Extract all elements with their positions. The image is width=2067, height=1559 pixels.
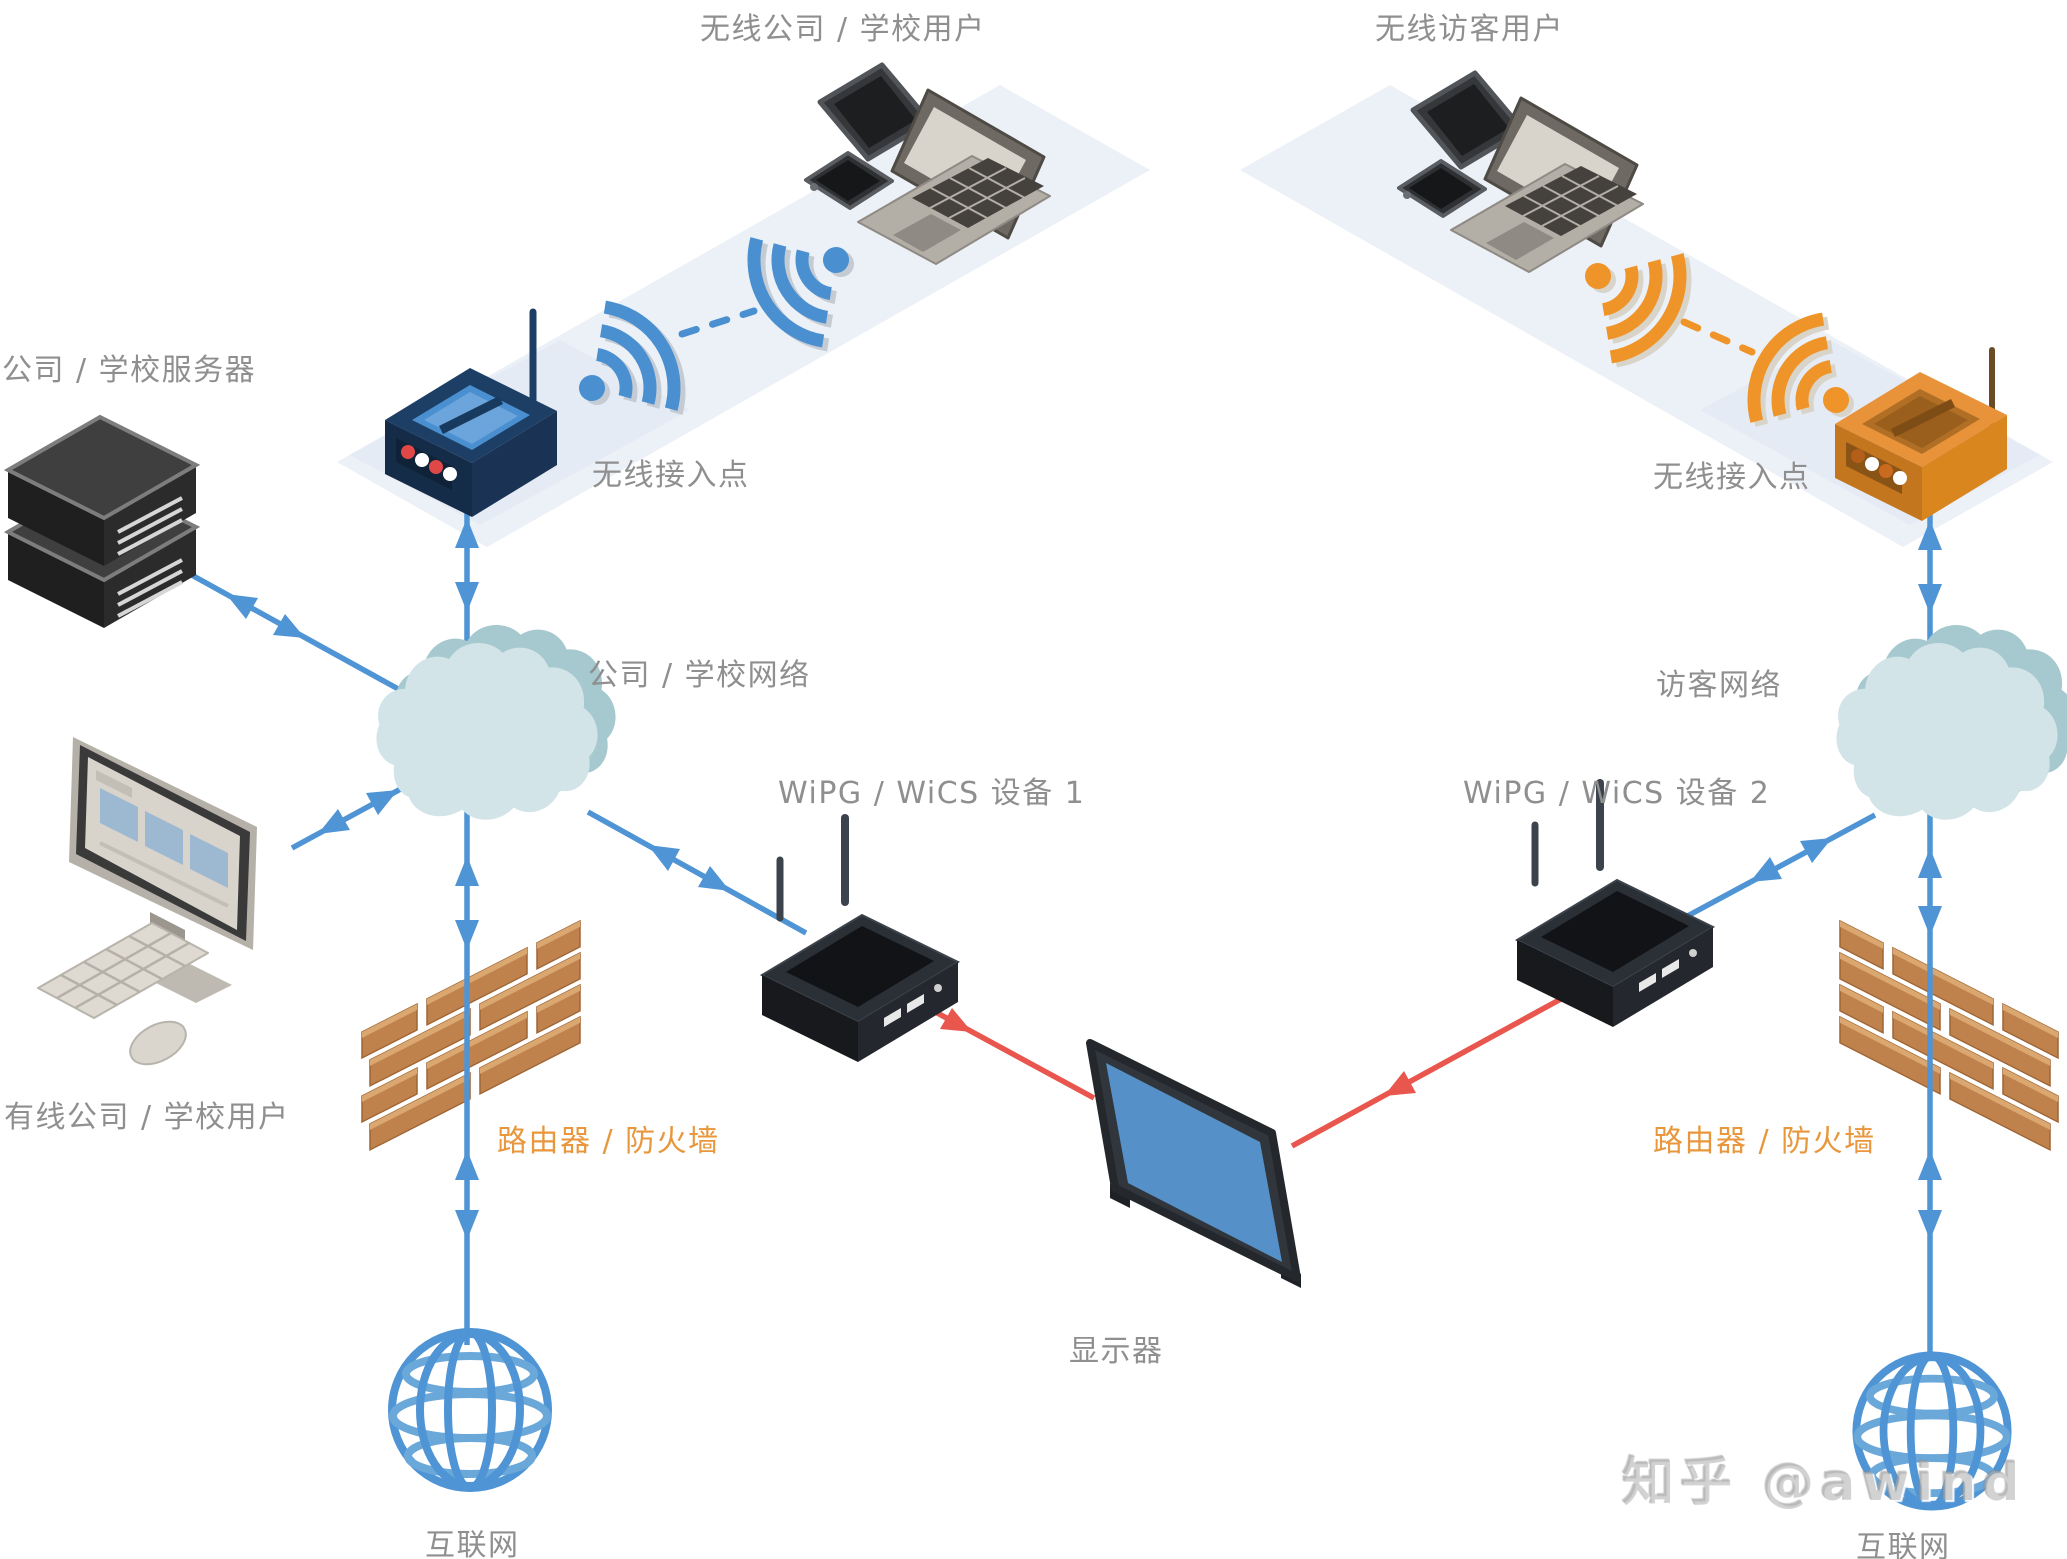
access-point-left-icon (385, 308, 557, 517)
label-firewall-right: 路由器 / 防火墙 (1653, 1124, 1876, 1159)
wifi-signal-icons (548, 202, 1885, 462)
desktop-computer-icon (37, 737, 257, 1066)
label-display: 显示器 (1069, 1334, 1164, 1369)
label-company-network: 公司 / 学校网络 (588, 658, 811, 693)
label-firewall-left: 路由器 / 防火墙 (497, 1124, 720, 1159)
watermark: 知乎 @awind (1622, 1453, 2026, 1513)
label-access-point-left: 无线接入点 (592, 458, 750, 493)
server-icon (3, 414, 201, 628)
label-access-point-right: 无线接入点 (1653, 460, 1811, 495)
wipg-receiver-1-icon (762, 818, 958, 1062)
label-wipg-device-2: WiPG / WiCS 设备 2 (1463, 776, 1771, 811)
label-wireless-company-users: 无线公司 / 学校用户 (700, 12, 986, 47)
cloud-network-left-icon (376, 624, 616, 820)
arrowheads (226, 518, 1942, 1240)
access-point-right-icon (1835, 347, 2007, 521)
label-company-server: 公司 / 学校服务器 (2, 353, 257, 388)
label-internet-left: 互联网 (425, 1528, 520, 1559)
label-wipg-device-1: WiPG / WiCS 设备 1 (778, 776, 1086, 811)
wipg-receiver-2-icon (1517, 783, 1713, 1027)
label-guest-network: 访客网络 (1656, 668, 1782, 703)
cloud-network-right-icon (1836, 624, 2067, 820)
display-monitor-icon (1086, 1039, 1301, 1288)
label-internet-right: 互联网 (1856, 1530, 1951, 1559)
label-wireless-guest-users: 无线访客用户 (1375, 12, 1564, 47)
label-wired-users: 有线公司 / 学校用户 (4, 1100, 290, 1135)
internet-globe-left-icon (392, 1332, 548, 1488)
